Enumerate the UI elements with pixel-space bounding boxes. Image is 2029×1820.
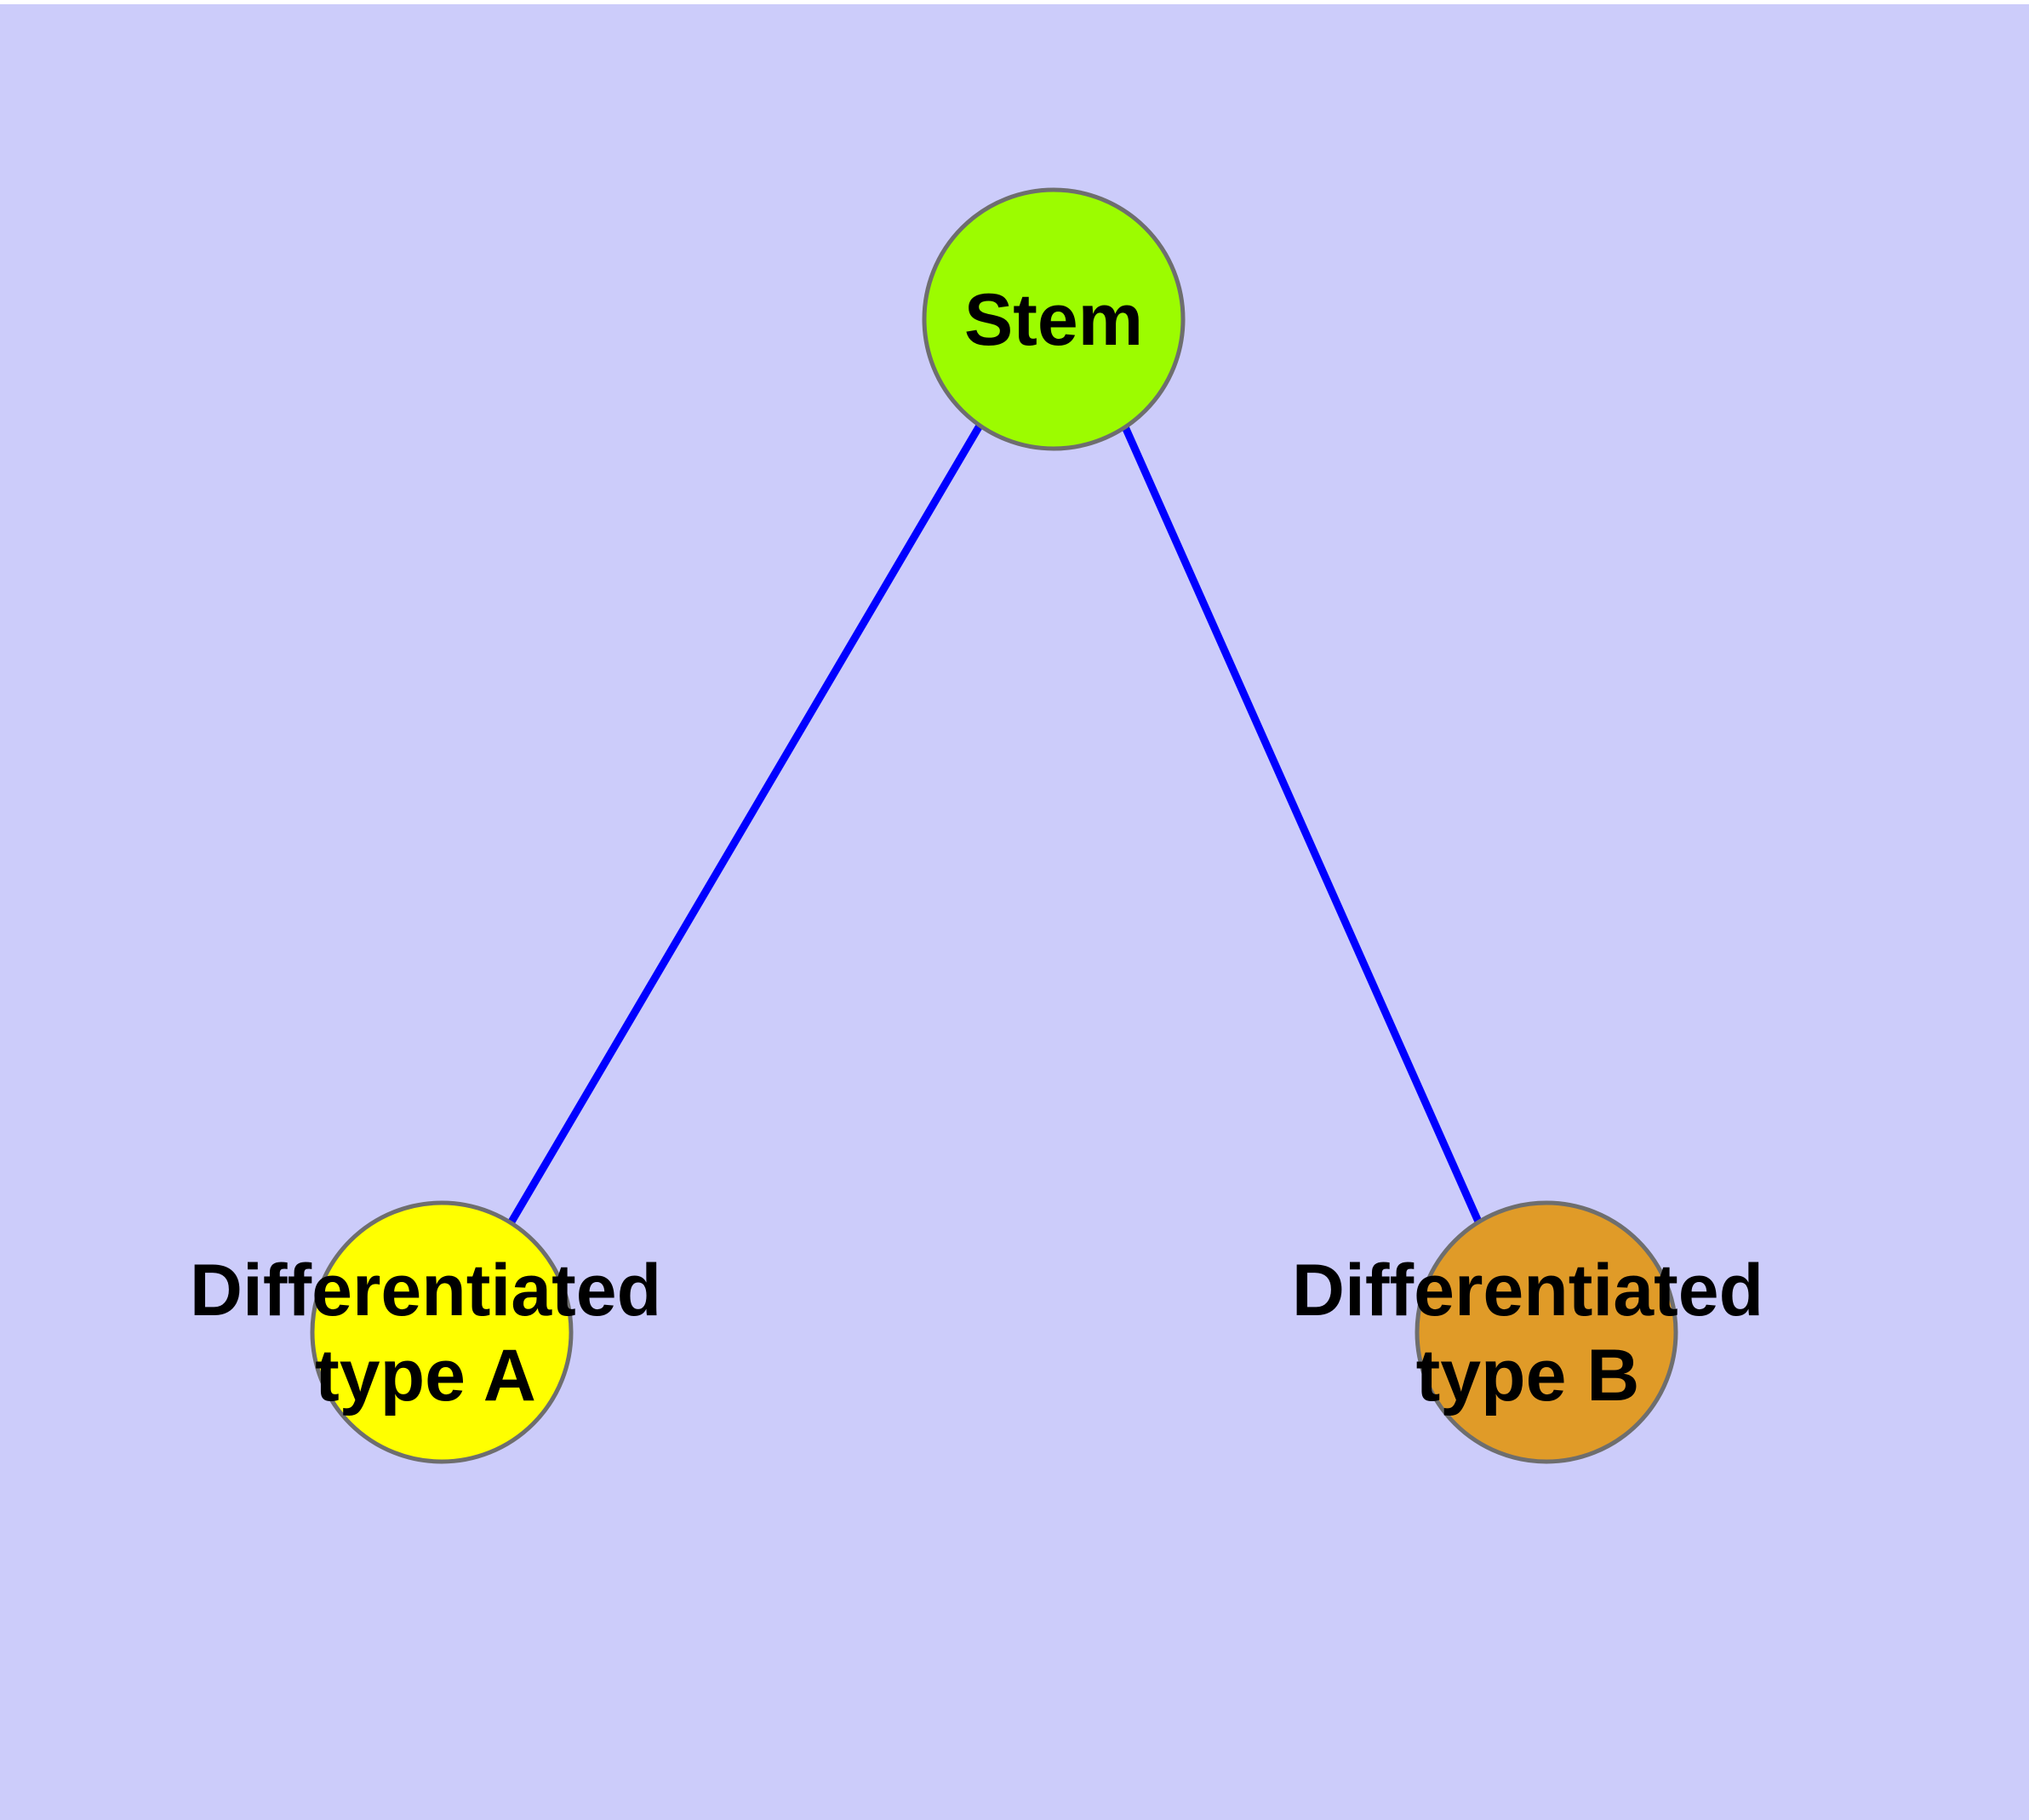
node-diff-a[interactable] bbox=[310, 1200, 574, 1464]
nodes-group bbox=[310, 187, 1678, 1464]
node-stem[interactable] bbox=[922, 187, 1186, 451]
node-label-stem: Stem bbox=[964, 279, 1143, 361]
edge-stem-to-diff-b[interactable] bbox=[1119, 421, 1483, 1223]
node-label-line: type B bbox=[1416, 1335, 1640, 1417]
edges-group bbox=[507, 421, 1483, 1226]
node-diff-b[interactable] bbox=[1415, 1200, 1678, 1464]
edge-stem-to-diff-a[interactable] bbox=[507, 423, 983, 1226]
node-label-line: Stem bbox=[964, 279, 1143, 361]
node-label-line: Differentiated bbox=[1292, 1250, 1763, 1331]
node-label-line: type A bbox=[315, 1335, 536, 1417]
node-label-line: Differentiated bbox=[190, 1250, 661, 1331]
